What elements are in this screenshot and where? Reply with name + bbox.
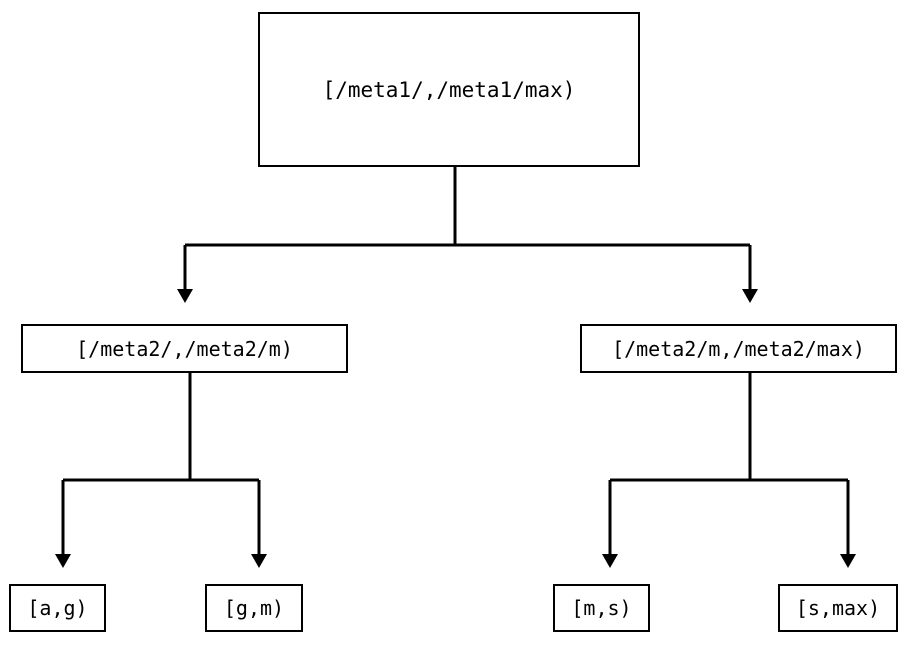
tree-leaf-s-max[interactable]: [s,max) — [778, 584, 898, 632]
tree-node-meta2-lower[interactable]: [/meta2/,/meta2/m) — [21, 324, 348, 373]
arrowhead-to-leaf-3 — [840, 554, 856, 568]
arrowhead-to-mid-right — [742, 289, 758, 303]
tree-leaf-m-s[interactable]: [m,s) — [553, 584, 650, 632]
tree-leaf-a-g[interactable]: [a,g) — [9, 584, 106, 632]
arrowhead-to-leaf-0 — [55, 554, 71, 568]
arrowhead-to-leaf-1 — [251, 554, 267, 568]
arrowhead-to-leaf-2 — [602, 554, 618, 568]
arrowhead-to-mid-left — [177, 289, 193, 303]
tree-node-meta2-upper[interactable]: [/meta2/m,/meta2/max) — [580, 324, 897, 373]
tree-leaf-g-m[interactable]: [g,m) — [205, 584, 303, 632]
tree-node-root[interactable]: [/meta1/,/meta1/max) — [258, 12, 640, 167]
